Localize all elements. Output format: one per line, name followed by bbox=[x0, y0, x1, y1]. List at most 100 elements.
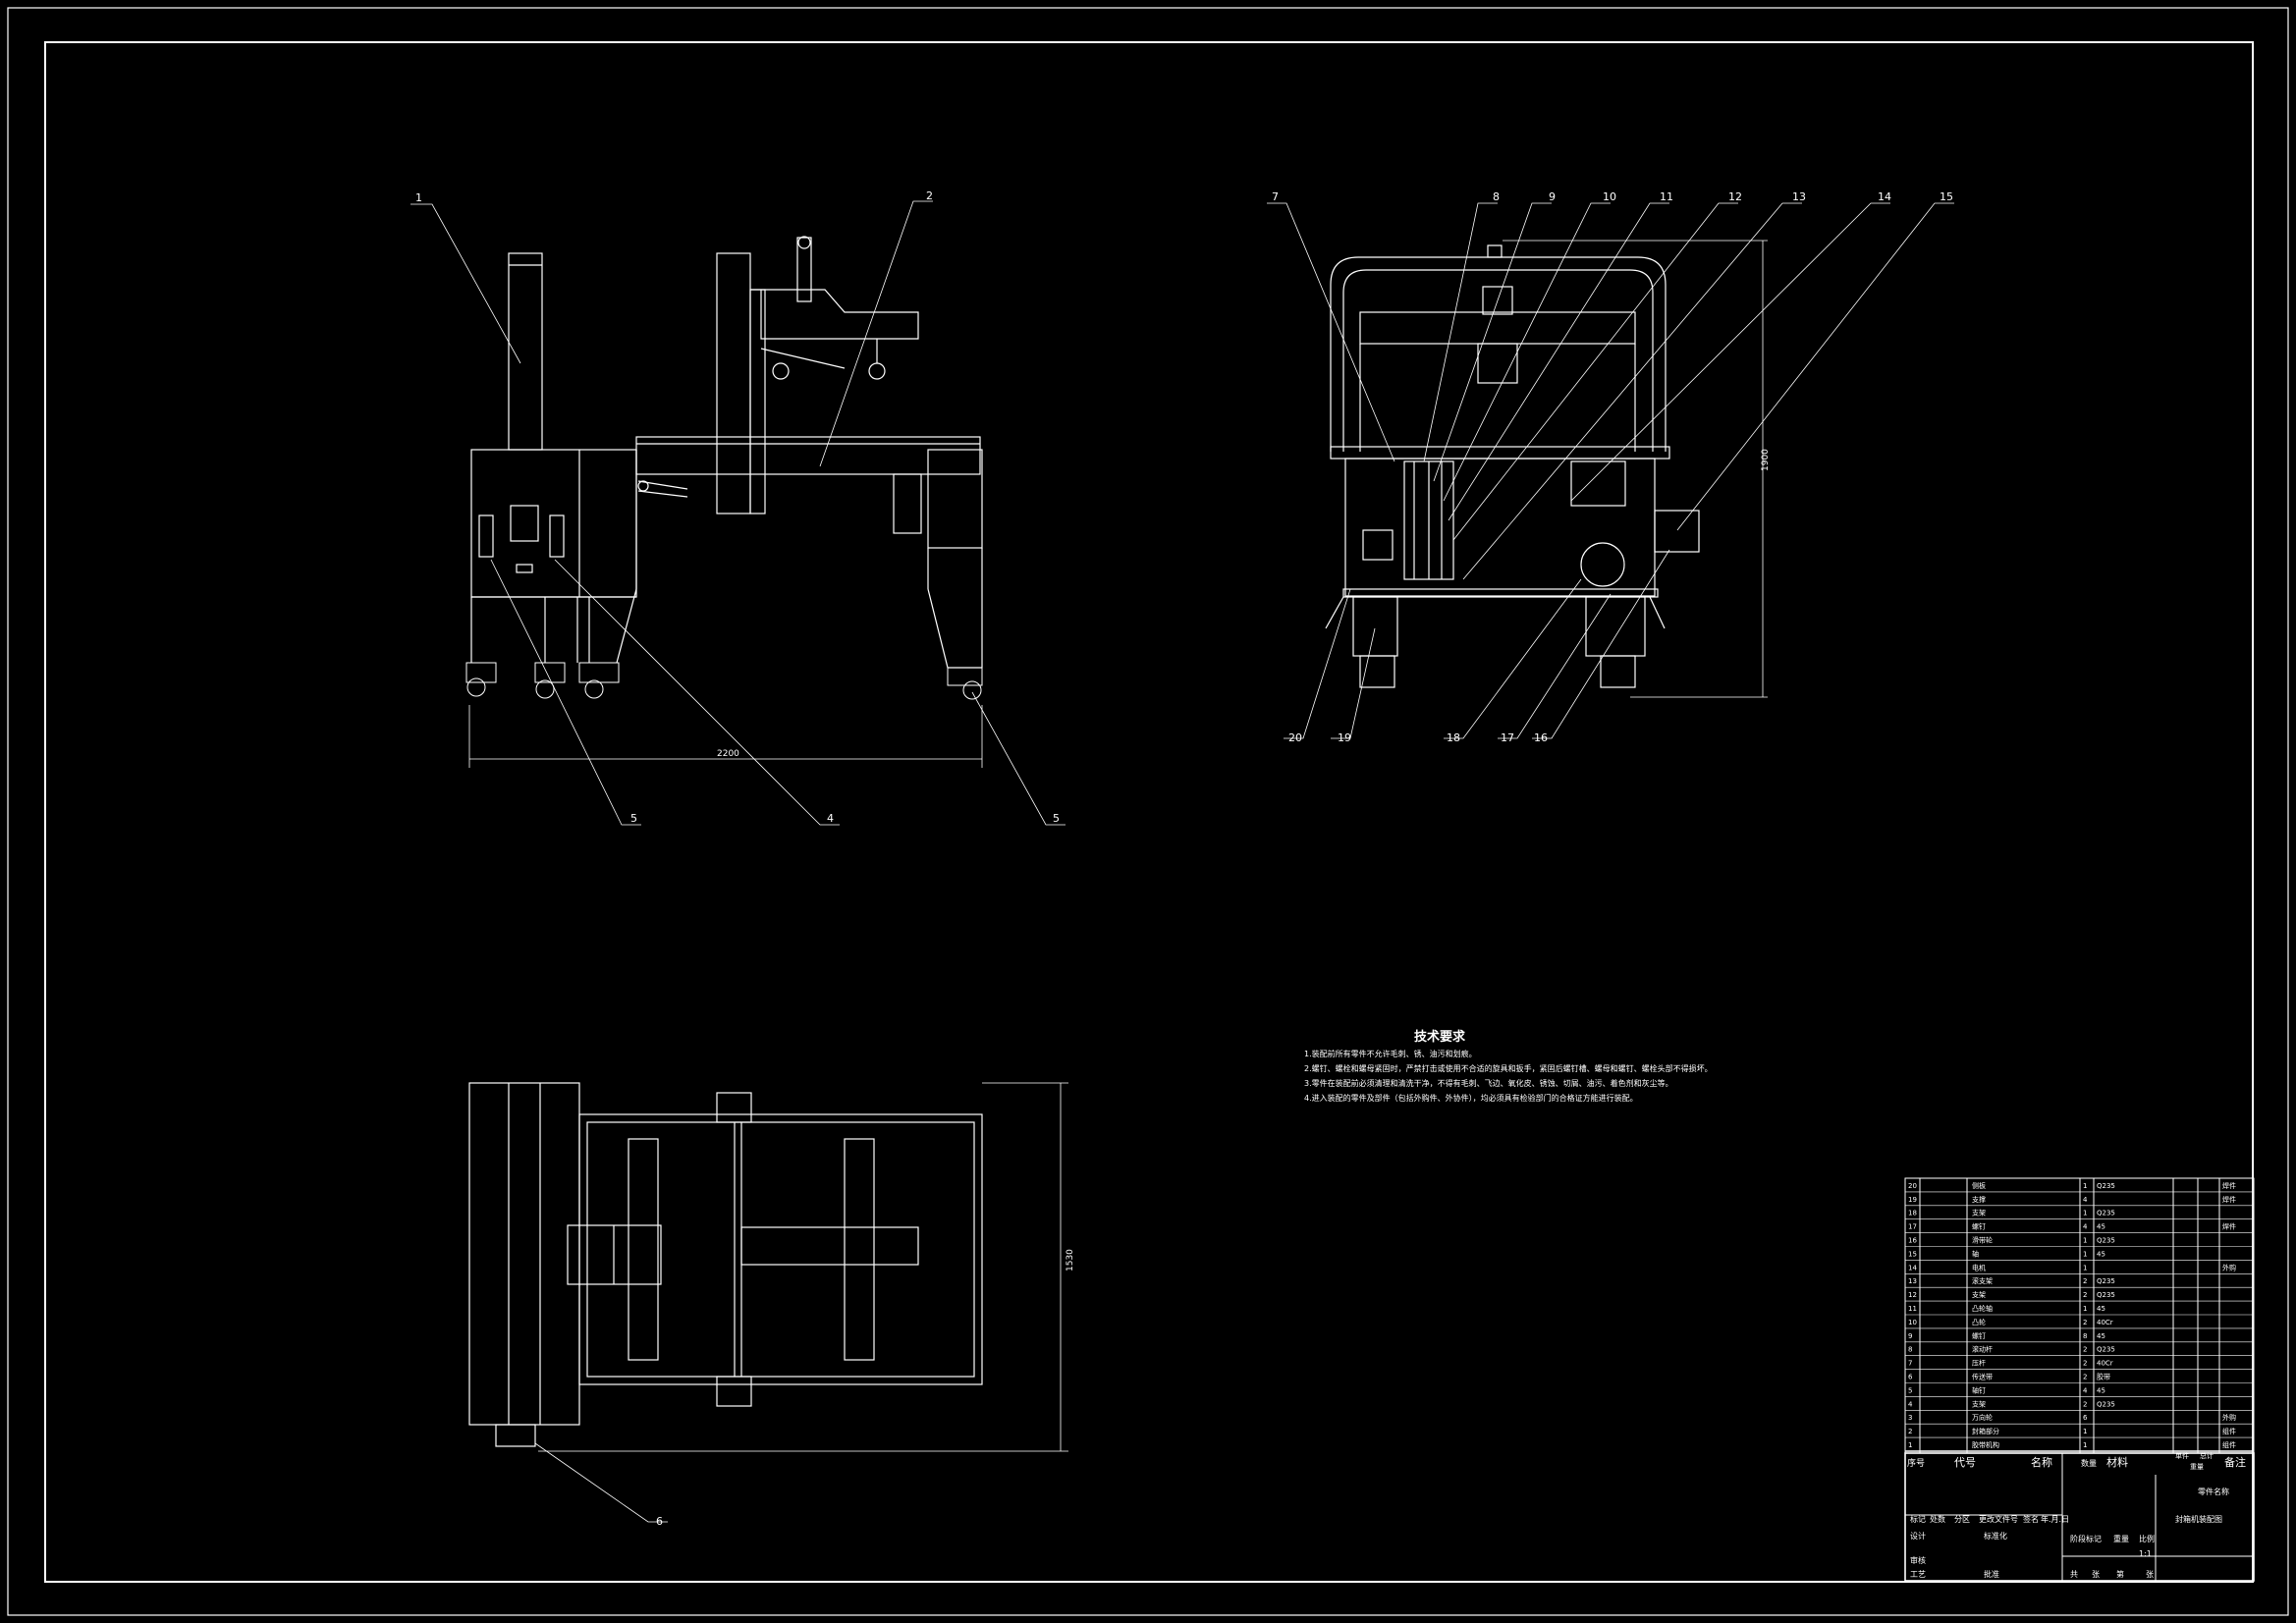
leader-4: 4 bbox=[827, 812, 834, 825]
front-view bbox=[410, 200, 1066, 826]
leader-9: 9 bbox=[1549, 190, 1556, 203]
bom-cell-no: 9 bbox=[1908, 1332, 1912, 1340]
tech-requirement-2: 2.螺钉、螺栓和螺母紧固时，严禁打击或使用不合适的旋具和扳手，紧固后螺钉槽、螺母… bbox=[1304, 1064, 1713, 1073]
bom-cell-note: 外购 bbox=[2222, 1263, 2236, 1271]
leader-1: 1 bbox=[415, 191, 422, 204]
bom-cell-note: 组件 bbox=[2222, 1427, 2236, 1435]
bom-header-unit: 单件 bbox=[2175, 1451, 2189, 1460]
bom-cell-no: 6 bbox=[1908, 1374, 1913, 1381]
bom-cell-qty: 2 bbox=[2083, 1400, 2087, 1408]
bom-cell-name: 螺钉 bbox=[1972, 1222, 1986, 1231]
bom-cell-name: 凸轮 bbox=[1972, 1318, 1986, 1326]
leader-13: 13 bbox=[1792, 190, 1806, 203]
tb-label-zhang1: 张 bbox=[2092, 1570, 2100, 1579]
bom-header-qty: 数量 bbox=[2081, 1458, 2097, 1468]
tb-label-shenhe: 审核 bbox=[1910, 1555, 1926, 1565]
bom-cell-no: 14 bbox=[1908, 1264, 1917, 1271]
bom-cell-name: 支架 bbox=[1972, 1209, 1986, 1217]
bom-cell-no: 17 bbox=[1908, 1223, 1917, 1231]
bom-cell-name: 压杆 bbox=[1972, 1359, 1986, 1368]
bom-cell-qty: 8 bbox=[2083, 1332, 2087, 1340]
leader-6: 6 bbox=[656, 1515, 663, 1528]
bom-cell-material: Q235 bbox=[2097, 1346, 2115, 1354]
bom-cell-qty: 2 bbox=[2083, 1374, 2087, 1381]
tb-label-chushu: 处数 bbox=[1930, 1514, 1945, 1524]
bom-cell-no: 2 bbox=[1908, 1428, 1912, 1435]
bom-header-code: 代号 bbox=[1954, 1456, 1976, 1469]
tech-requirement-4: 4.进入装配的零件及部件（包括外购件、外协件），均必须具有检验部门的合格证方能进… bbox=[1304, 1094, 1638, 1103]
title-org: 零件名称 bbox=[2198, 1487, 2229, 1496]
bom-cell-name: 侧板 bbox=[1972, 1181, 1986, 1190]
bom-cell-no: 20 bbox=[1908, 1182, 1917, 1190]
bom-cell-no: 11 bbox=[1908, 1305, 1917, 1313]
bom-cell-qty: 1 bbox=[2083, 1441, 2087, 1449]
tb-label-jieduan: 阶段标记 bbox=[2070, 1534, 2102, 1543]
bom-cell-name: 凸轮轴 bbox=[1972, 1304, 1993, 1313]
bom-cell-qty: 4 bbox=[2083, 1196, 2088, 1204]
tb-label-pizhun: 批准 bbox=[1984, 1569, 1999, 1579]
bom-cell-name: 轴钉 bbox=[1972, 1385, 1986, 1394]
bom-cell-note: 外购 bbox=[2222, 1413, 2236, 1422]
bom-header-name: 名称 bbox=[2031, 1455, 2052, 1469]
bom-cell-qty: 6 bbox=[2083, 1414, 2088, 1422]
bom-cell-material: 40Cr bbox=[2097, 1319, 2113, 1326]
bom-cell-material: Q235 bbox=[2097, 1400, 2115, 1408]
bom-cell-material: 45 bbox=[2097, 1223, 2105, 1231]
leader-15: 15 bbox=[1940, 190, 1953, 203]
bom-cell-no: 15 bbox=[1908, 1250, 1917, 1258]
leader-17: 17 bbox=[1501, 731, 1514, 744]
bom-header-material: 材料 bbox=[2106, 1455, 2128, 1469]
bom-cell-qty: 2 bbox=[2083, 1277, 2087, 1285]
bom-cell-material: Q235 bbox=[2097, 1237, 2115, 1245]
tb-label-bili: 比例 bbox=[2139, 1534, 2155, 1543]
bom-cell-qty: 1 bbox=[2083, 1264, 2087, 1271]
bom-cell-name: 滚支架 bbox=[1972, 1276, 1993, 1285]
bom-cell-no: 5 bbox=[1908, 1386, 1912, 1394]
leader-5a: 5 bbox=[630, 812, 637, 825]
bom-cell-qty: 1 bbox=[2083, 1428, 2087, 1435]
leader-2: 2 bbox=[926, 189, 933, 202]
tb-label-biaoji: 标记 bbox=[1910, 1514, 1926, 1524]
bom-cell-name: 支架 bbox=[1972, 1290, 1986, 1299]
bom-cell-no: 3 bbox=[1908, 1414, 1912, 1422]
bom-cell-name: 螺钉 bbox=[1972, 1331, 1986, 1340]
bom-cell-material: 45 bbox=[2097, 1250, 2105, 1258]
tb-label-fenqu: 分区 bbox=[1954, 1515, 1970, 1524]
bom-cell-qty: 1 bbox=[2083, 1182, 2087, 1190]
bom-cell-qty: 1 bbox=[2083, 1305, 2087, 1313]
tech-requirements-title: 技术要求 bbox=[1414, 1030, 1466, 1045]
bom-cell-qty: 1 bbox=[2083, 1210, 2087, 1217]
bom-cell-material: 45 bbox=[2097, 1386, 2105, 1394]
top-view bbox=[468, 1082, 1068, 1523]
leader-19: 19 bbox=[1338, 731, 1351, 744]
bom-cell-qty: 1 bbox=[2083, 1237, 2087, 1245]
bom-cell-note: 焊件 bbox=[2222, 1181, 2236, 1190]
bom-cell-qty: 1 bbox=[2083, 1250, 2087, 1258]
bom-cell-name: 万向轮 bbox=[1972, 1413, 1993, 1422]
side-dimension: 1900 bbox=[1761, 449, 1771, 471]
bom-cell-material: 45 bbox=[2097, 1332, 2105, 1340]
bom-cell-material: Q235 bbox=[2097, 1210, 2115, 1217]
tb-label-gengai: 更改文件号 bbox=[1979, 1514, 2018, 1524]
bom-cell-material: Q235 bbox=[2097, 1277, 2115, 1285]
bom-header-note: 备注 bbox=[2224, 1455, 2246, 1469]
bom-cell-qty: 2 bbox=[2083, 1360, 2087, 1368]
bom-cell-material: Q235 bbox=[2097, 1182, 2115, 1190]
inner-border bbox=[44, 41, 2254, 1583]
bom-cell-name: 胶带机构 bbox=[1972, 1440, 1999, 1449]
bom-header-total: 总计 bbox=[2200, 1451, 2214, 1460]
leader-10: 10 bbox=[1603, 190, 1616, 203]
tb-label-gongyi: 工艺 bbox=[1910, 1570, 1926, 1579]
bom-cell-note: 焊件 bbox=[2222, 1195, 2236, 1204]
leader-14: 14 bbox=[1878, 190, 1891, 203]
leader-11: 11 bbox=[1660, 190, 1673, 203]
leader-12: 12 bbox=[1728, 190, 1742, 203]
tech-requirement-1: 1.装配前所有零件不允许毛刺、锈、油污和划痕。 bbox=[1304, 1050, 1477, 1058]
tb-label-di: 第 bbox=[2116, 1569, 2124, 1579]
tech-requirement-3: 3.零件在装配前必须清理和清洗干净，不得有毛刺、飞边、氧化皮、锈蚀、切屑、油污、… bbox=[1304, 1079, 1673, 1088]
bom-cell-no: 18 bbox=[1908, 1210, 1917, 1217]
bom-cell-material: 40Cr bbox=[2097, 1360, 2113, 1368]
leader-20: 20 bbox=[1288, 731, 1302, 744]
bom-cell-no: 19 bbox=[1908, 1196, 1917, 1204]
